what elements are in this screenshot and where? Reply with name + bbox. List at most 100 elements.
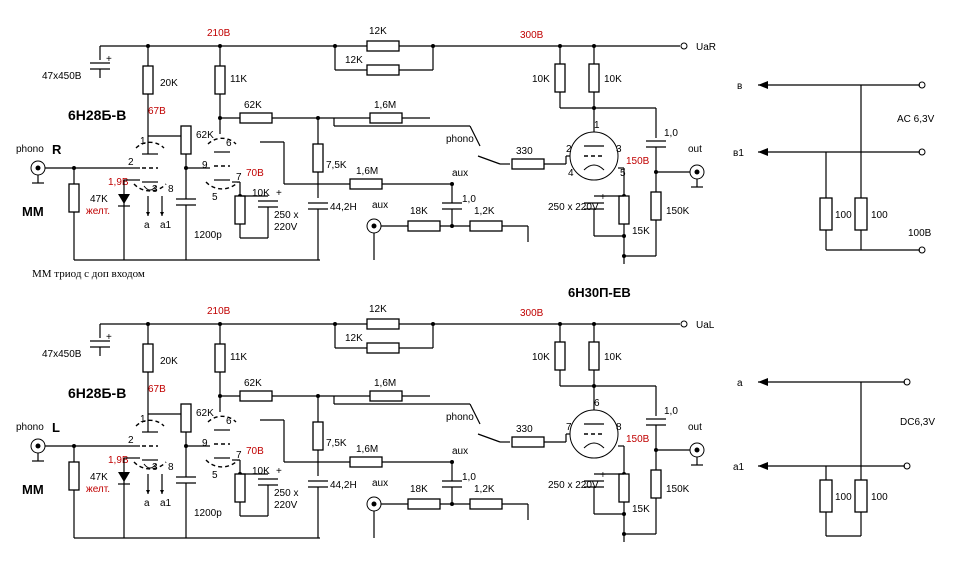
bottom-r-330: [511, 436, 545, 448]
top-r-out-b: [588, 63, 600, 93]
bottom-cap-1200: [176, 476, 196, 484]
top-output-terminal: [680, 42, 688, 50]
bottom-mm-label: MM: [22, 482, 44, 497]
bottom-r-grid-label: 47K: [90, 472, 108, 483]
bottom-led-label: желт.: [86, 484, 110, 495]
bottom-u1-heater-a1: a1: [160, 498, 172, 509]
top-r-out-a: [554, 63, 566, 93]
bottom-r-fb2-label: 1,6M: [374, 378, 396, 389]
top-out-jack: [689, 164, 705, 180]
top-r-330-label: 330: [516, 146, 533, 157]
bottom-input-label: phono: [16, 422, 44, 433]
top-r-15k-label: 15K: [632, 226, 650, 237]
svg-text:+: +: [600, 470, 606, 481]
bottom-r-fb3: [349, 456, 383, 468]
top-filter-cap-label: 47x450В: [42, 71, 82, 82]
top-aux-label-node: aux: [452, 168, 468, 179]
top-output-label: UaR: [696, 42, 716, 53]
svg-text:+: +: [106, 54, 112, 65]
top-r-1k2-label: 1,2K: [474, 206, 495, 217]
top-r-150k: [650, 191, 662, 221]
top-r-series-b: [366, 64, 400, 76]
top-led: [118, 194, 130, 204]
top-led-label: желт.: [86, 206, 110, 217]
tube2-label: 6Н30П-ЕВ: [568, 285, 631, 300]
top-r-fb3: [349, 178, 383, 190]
top-r-18k-label: 18K: [410, 206, 428, 217]
top-r-fb1: [239, 112, 273, 124]
bottom-r-series-a: [366, 318, 400, 330]
heater-top-label-b: в: [737, 81, 742, 92]
bottom-u1-heater-a: a: [144, 498, 150, 509]
top-cap-1-label: 1,0: [462, 194, 476, 205]
bottom-l-44h: [308, 480, 328, 488]
top-r-10k: [234, 195, 246, 225]
bottom-node-v2: 1,9В: [108, 455, 129, 466]
bottom-r-fb3-label: 1,6M: [356, 444, 378, 455]
heater-bottom-label-a: a: [737, 378, 743, 389]
bottom-channel-letter: L: [52, 420, 60, 435]
top-node-v2: 1,9В: [108, 177, 129, 188]
bottom-out-label: out: [688, 422, 702, 433]
bottom-rail-v2: 300В: [520, 308, 544, 319]
bottom-r-7k5-label: 7,5K: [326, 438, 347, 449]
heater-top: в в1 AC 6,3V 100 100 100В: [733, 81, 935, 254]
bottom-tube1: [133, 419, 167, 470]
top-cap-1200-label: 1200p: [194, 230, 222, 241]
top-node-v3: 70В: [246, 168, 264, 179]
top-l-44h-label: 44,2H: [330, 202, 357, 213]
bottom-r-150k: [650, 469, 662, 499]
top-r-330: [511, 158, 545, 170]
heater-bottom: a a1 DC6,3V 100 100: [733, 378, 935, 537]
top-cap-250: [258, 200, 278, 208]
top-r-grid: [68, 183, 80, 213]
bottom-node-v4: 150В: [626, 434, 650, 445]
bottom-u2-pin7: 7: [236, 450, 242, 461]
top-r-18k: [407, 220, 441, 232]
bottom-u2-pin6: 6: [226, 416, 232, 427]
top-cap-1: [442, 202, 462, 210]
top-input-label: phono: [16, 144, 44, 155]
bottom-r-150k-label: 150K: [666, 484, 690, 495]
heater-top-r2: 100: [871, 210, 888, 221]
bottom-r-series-b-label: 12K: [345, 333, 363, 344]
bottom-rail-v1: 210В: [207, 306, 231, 317]
top-u1-pin3: 3: [152, 184, 158, 195]
bottom-r-1k2-label: 1,2K: [474, 484, 495, 495]
svg-text:+: +: [106, 332, 112, 343]
bottom-r-out-a: [554, 341, 566, 371]
bottom-r-out-b: [588, 341, 600, 371]
circuit-note: ММ триод с доп входом: [32, 268, 145, 280]
bottom-r-fb1: [239, 390, 273, 402]
bottom-r-10k: [234, 473, 246, 503]
bottom-r-couple-label: 62K: [196, 408, 214, 419]
top-cap-out: [646, 140, 666, 148]
bottom-u1-pin8: 8: [168, 462, 174, 473]
bottom-aux-label-node: aux: [452, 446, 468, 457]
bottom-r-series-a-label: 12K: [369, 304, 387, 315]
top-r-couple: [180, 125, 192, 155]
bottom-u3-pin-6: 6: [594, 398, 600, 409]
top-node-v4: 150В: [626, 156, 650, 167]
heater-top-r1: 100: [835, 210, 852, 221]
bottom-tube3: [569, 409, 619, 459]
bottom-r-1k2: [469, 498, 503, 510]
bottom-out-jack: [689, 442, 705, 458]
svg-text:+: +: [276, 188, 282, 199]
svg-text:+: +: [276, 466, 282, 477]
top-u3-pin-3: 3: [616, 144, 622, 155]
bottom-cap-1: [442, 480, 462, 488]
top-r-out-b-label: 10K: [604, 74, 622, 85]
heater-bottom-r1: 100: [835, 492, 852, 503]
top-r-fb3-label: 1,6M: [356, 166, 378, 177]
top-r-series-a-label: 12K: [369, 26, 387, 37]
bottom-output-label: UaL: [696, 320, 715, 331]
bottom-node-v1: 67В: [148, 384, 166, 395]
top-u1-heater-a1: a1: [160, 220, 172, 231]
bottom-aux-jack: [366, 496, 382, 512]
top-rail-v1: 210В: [207, 28, 231, 39]
bottom-tube2: [205, 415, 239, 468]
bottom-node-v3: 70В: [246, 446, 264, 457]
